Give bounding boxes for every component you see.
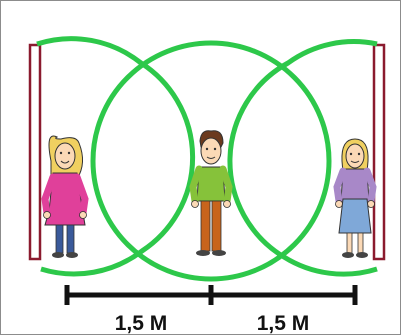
wall-left xyxy=(28,43,42,261)
girl-left-figure xyxy=(41,135,89,258)
circle-center xyxy=(90,40,332,282)
distance-label-right: 1,5 M xyxy=(257,312,310,335)
girl-right-figure xyxy=(333,138,377,258)
circle-right xyxy=(227,39,378,277)
measurement-bar xyxy=(64,285,358,305)
wall-right xyxy=(372,43,386,261)
boy-center-figure xyxy=(189,130,233,256)
circle-left xyxy=(36,36,196,277)
distance-label-left: 1,5 M xyxy=(115,312,168,335)
